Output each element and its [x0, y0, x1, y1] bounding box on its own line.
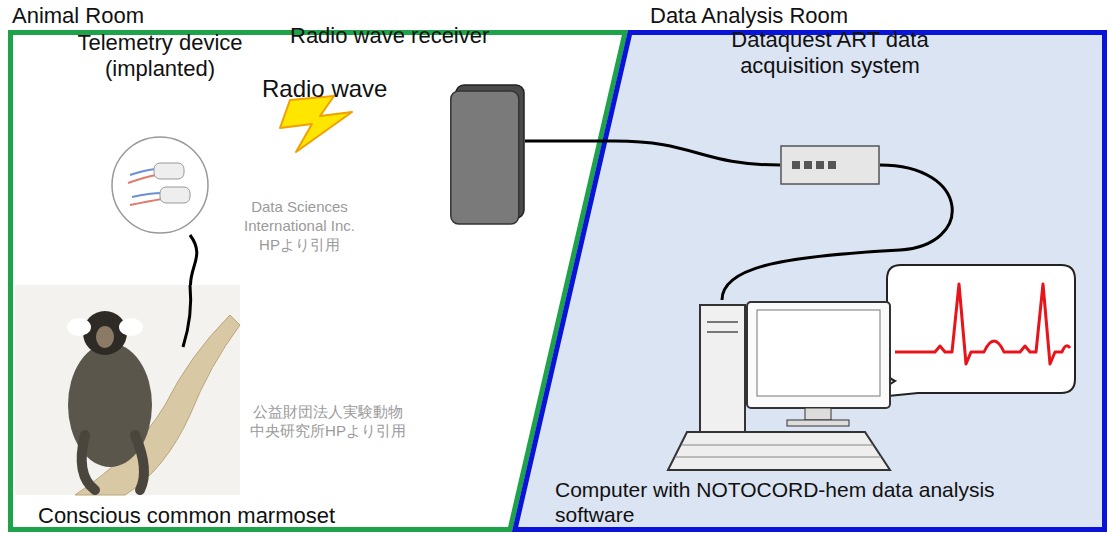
- speech-bubble: [868, 265, 1075, 398]
- marmoset-head: [83, 311, 127, 355]
- room-outline: [515, 33, 1105, 530]
- marmoset-photo-shape: [15, 285, 240, 495]
- acquisition-system-shape: [780, 145, 880, 185]
- device-capsule: [154, 163, 184, 179]
- keyboard: [668, 432, 890, 470]
- device-capsule: [160, 187, 190, 203]
- pc-tower: [700, 305, 745, 445]
- node-heading: Data Analysis Room: [650, 3, 848, 29]
- radio-receiver-shape: [450, 85, 525, 225]
- acquisition-box: [781, 146, 879, 184]
- node-heading: Animal Room: [12, 3, 144, 29]
- monitor: [747, 302, 890, 408]
- node-heading: Radio wave receiver: [290, 23, 489, 49]
- analysis-computer: Computer with NOTOCORD-hem data analysis…: [665, 300, 893, 472]
- marmoset-photo: Conscious common marmoset: [15, 285, 240, 495]
- acquisition-system: Dataquest ART data acquisition system: [780, 145, 880, 185]
- device-circle: [112, 137, 208, 233]
- radio-receiver: Radio wave receiver: [450, 85, 525, 225]
- source-note: 公益財団法人実験動物 中央研究所HPより引用: [250, 403, 406, 441]
- telemetry-device-shape: [110, 135, 210, 235]
- analysis-computer-shape: [665, 300, 893, 472]
- node-heading: Telemetry device (implanted): [60, 30, 260, 83]
- telemetry-device: Telemetry device (implanted): [110, 135, 210, 235]
- node-heading: Conscious common marmoset: [38, 503, 335, 529]
- receiver-front: [451, 91, 519, 224]
- signal-label: Radio wave: [262, 74, 387, 104]
- node-heading: Computer with NOTOCORD-hem data analysis…: [555, 478, 995, 528]
- node-heading: Dataquest ART data acquisition system: [705, 27, 955, 80]
- source-note: Data Sciences International Inc. HPより引用: [232, 198, 367, 254]
- ecg-trace: [895, 284, 1070, 364]
